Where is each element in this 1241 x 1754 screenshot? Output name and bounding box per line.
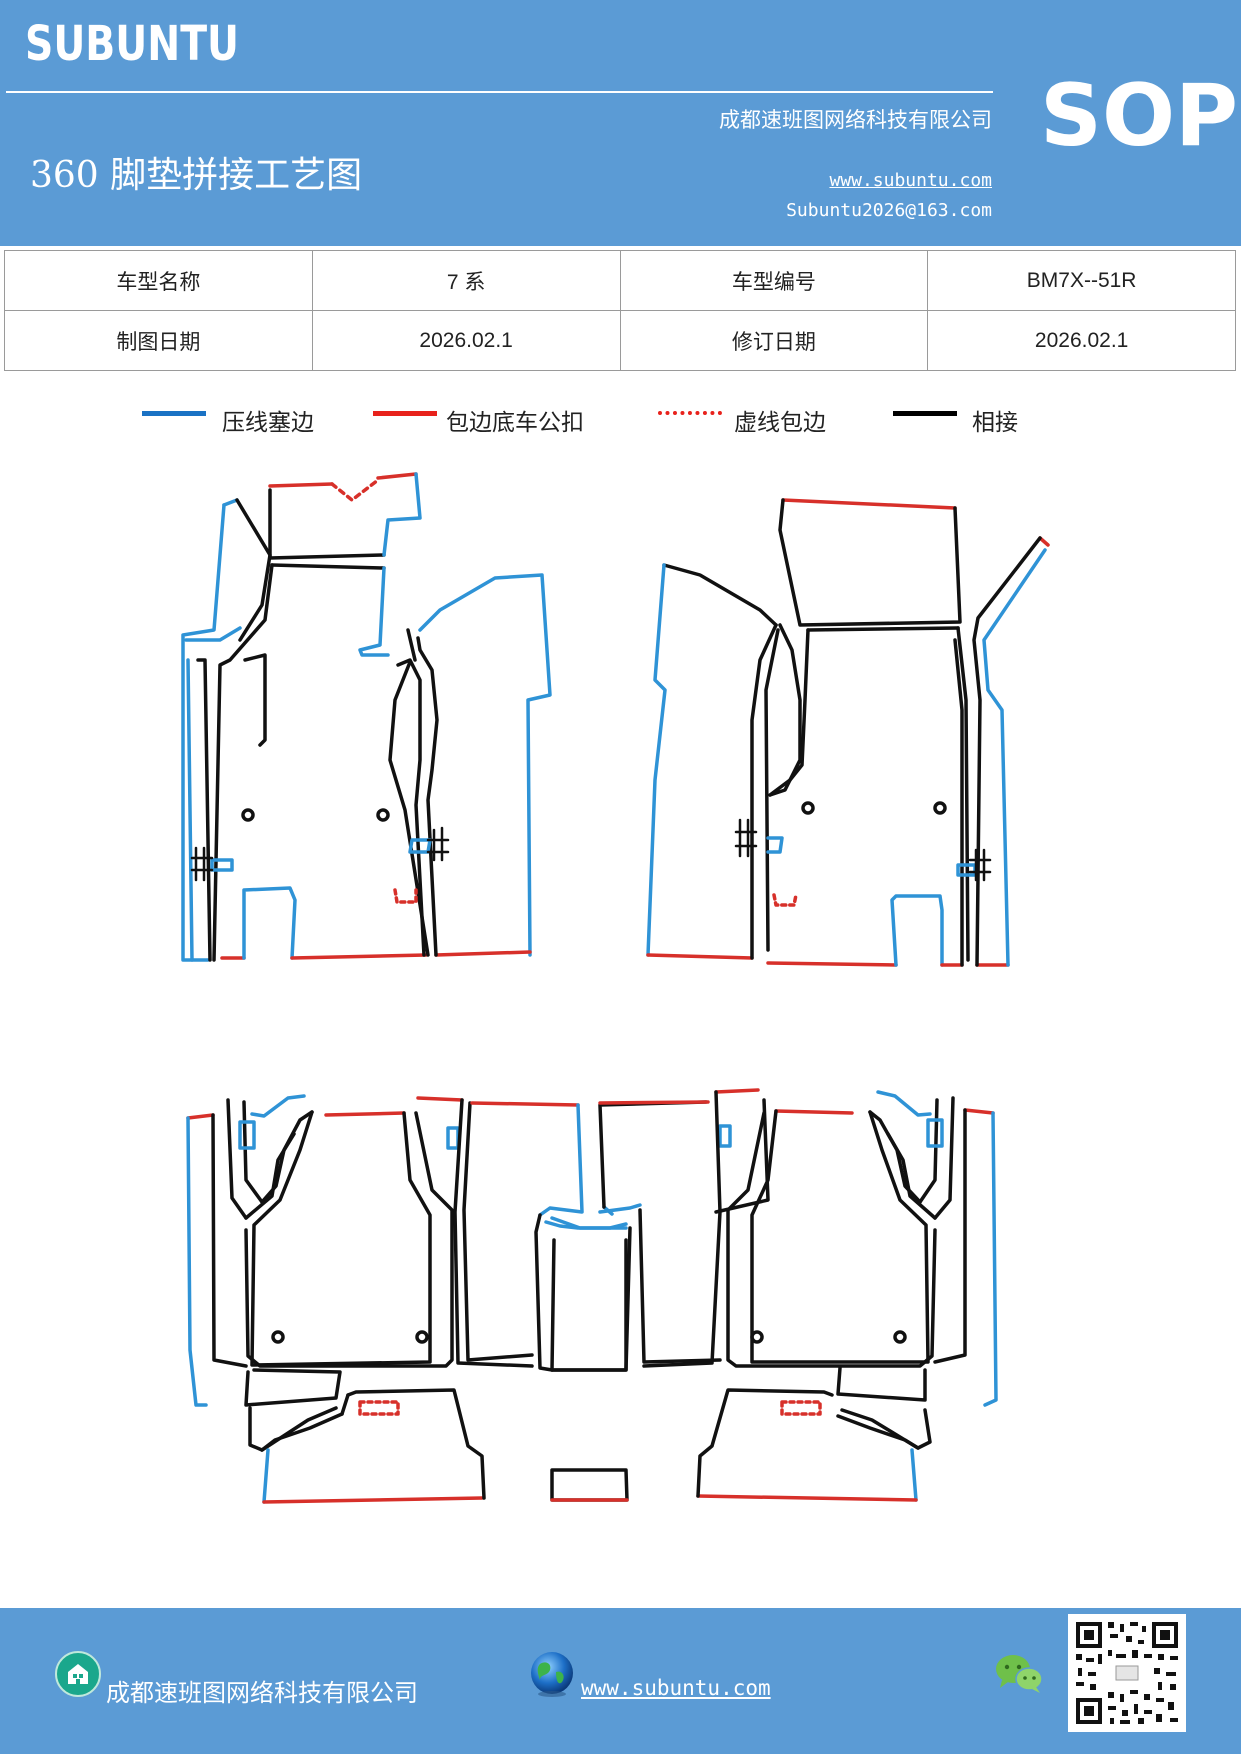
legend-label: 压线塞边 <box>222 410 314 436</box>
header-email: Subuntu2026@163.com <box>786 200 992 221</box>
legend-label: 包边底车公扣 <box>446 410 584 436</box>
wechat-icon[interactable] <box>994 1652 1044 1694</box>
document-title: 360 脚垫拼接工艺图 <box>30 155 363 196</box>
sop-badge: SOP <box>1040 66 1239 166</box>
company-building-icon <box>55 1651 101 1697</box>
model-name-label: 车型名称 <box>4 250 313 311</box>
header-website-link[interactable]: www.subuntu.com <box>829 170 992 191</box>
front-left-mat <box>181 472 552 962</box>
footer-website-link[interactable]: www.subuntu.com <box>581 1676 771 1700</box>
legend-swatch <box>373 411 437 416</box>
footer-banner: 成都速班图网络科技有限公司 www.subuntu.com <box>0 1608 1241 1754</box>
rear-left-mat <box>186 1094 722 1504</box>
brand-logo: SUBUNTU <box>25 16 240 72</box>
header-divider <box>6 91 993 93</box>
legend-swatch <box>658 411 722 415</box>
drawing-date-label: 制图日期 <box>4 310 313 371</box>
model-code-value: BM7X--51R <box>927 250 1236 311</box>
legend-swatch <box>142 411 206 416</box>
table-row: 制图日期 2026.02.1 修订日期 2026.02.1 <box>4 310 1236 371</box>
legend-label: 虚线包边 <box>734 410 826 436</box>
floor-mat-diagram <box>181 472 1050 1504</box>
header-company: 成都速班图网络科技有限公司 <box>719 108 992 132</box>
revision-date-label: 修订日期 <box>619 310 929 371</box>
drawing-date-value: 2026.02.1 <box>311 310 621 371</box>
vehicle-info-table: 车型名称 7 系 车型编号 BM7X--51R 制图日期 2026.02.1 修… <box>4 250 1236 371</box>
revision-date-value: 2026.02.1 <box>927 310 1236 371</box>
header-banner: SUBUNTU 成都速班图网络科技有限公司 360 脚垫拼接工艺图 www.su… <box>0 0 1241 246</box>
globe-icon <box>531 1652 573 1697</box>
model-code-label: 车型编号 <box>619 250 929 311</box>
legend-label: 相接 <box>972 410 1018 436</box>
rear-center-tunnel <box>544 1220 629 1502</box>
legend-swatch <box>893 411 957 416</box>
table-row: 车型名称 7 系 车型编号 BM7X--51R <box>4 250 1236 311</box>
model-name-value: 7 系 <box>311 250 621 311</box>
qr-code-icon[interactable] <box>1068 1614 1186 1732</box>
rear-right-mat <box>642 1088 998 1502</box>
front-right-mat <box>646 498 1050 967</box>
footer-company: 成都速班图网络科技有限公司 <box>106 1679 418 1707</box>
